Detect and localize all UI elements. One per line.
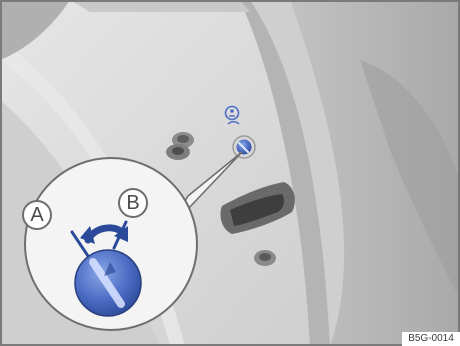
lock-knob-enlarged [75,250,141,316]
callout-label-b: B [118,188,148,218]
child-lock-knob [233,136,255,158]
figure-code: B5G-0014 [402,332,460,346]
magnified-detail [25,158,197,330]
callout-label-a: A [22,200,52,230]
bolt-lower [166,144,190,160]
bolt-bottom [254,250,276,266]
